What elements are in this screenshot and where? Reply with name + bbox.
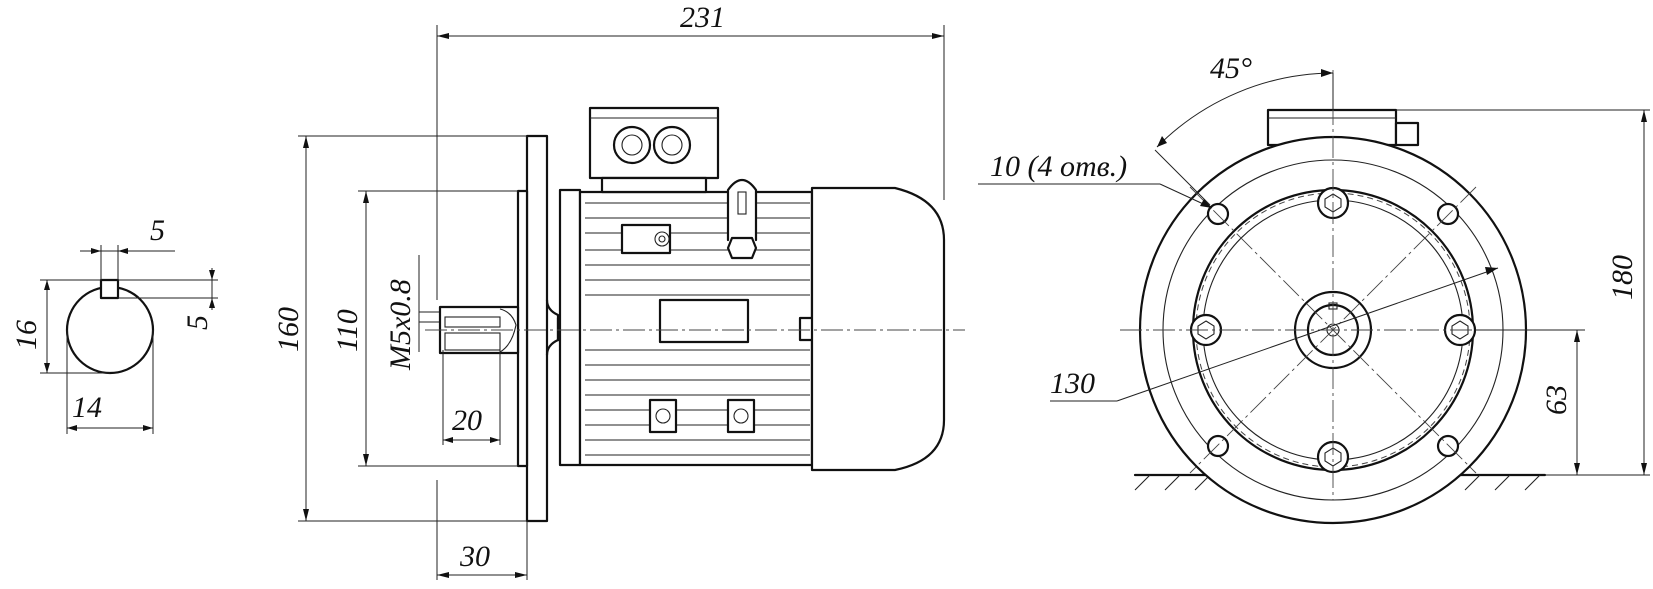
shaft-diameter-label: 14	[72, 391, 102, 424]
ground-terminal-top	[620, 223, 672, 255]
flange	[525, 134, 549, 523]
overall-height-label: 180	[1606, 255, 1639, 300]
flange-spigot	[516, 189, 529, 468]
spigot-diameter-label: 110	[331, 309, 364, 352]
shaft-thread-label: M5x0.8	[384, 279, 417, 371]
shaft-section-circle	[65, 285, 155, 375]
cable-gland-1	[612, 125, 652, 165]
mount-pad-1	[648, 398, 678, 434]
flange-diameter-label: 160	[272, 307, 305, 352]
mount-pad-2	[726, 398, 756, 434]
nameplate	[658, 298, 750, 344]
side-view: 231 160 110 M5x0.8	[272, 1, 965, 580]
key-depth-label: 5	[181, 315, 214, 330]
lifting-eye	[726, 178, 758, 242]
holes-label: 10 (4 отв.)	[990, 150, 1127, 183]
fan-cover	[810, 186, 946, 472]
shaft-key-height-label: 16	[10, 320, 43, 350]
shaft-length-label: 30	[459, 540, 490, 573]
shaft-height-label: 63	[1540, 385, 1573, 415]
mounting-holes	[1206, 202, 1460, 458]
key-width-label: 5	[150, 214, 165, 247]
key-profile	[99, 278, 120, 300]
key-length-label: 20	[452, 404, 482, 437]
pitch-circle-label: 130	[1050, 367, 1095, 400]
overall-length-label: 231	[680, 1, 725, 34]
shaft-section-view: 5 5 16 14	[10, 214, 218, 434]
cable-gland-2	[652, 125, 692, 165]
angle-arc	[1156, 72, 1334, 148]
front-view: 45° 10 (4 отв.) 130 180 63	[978, 52, 1650, 525]
hole-angle-label: 45°	[1210, 52, 1252, 85]
